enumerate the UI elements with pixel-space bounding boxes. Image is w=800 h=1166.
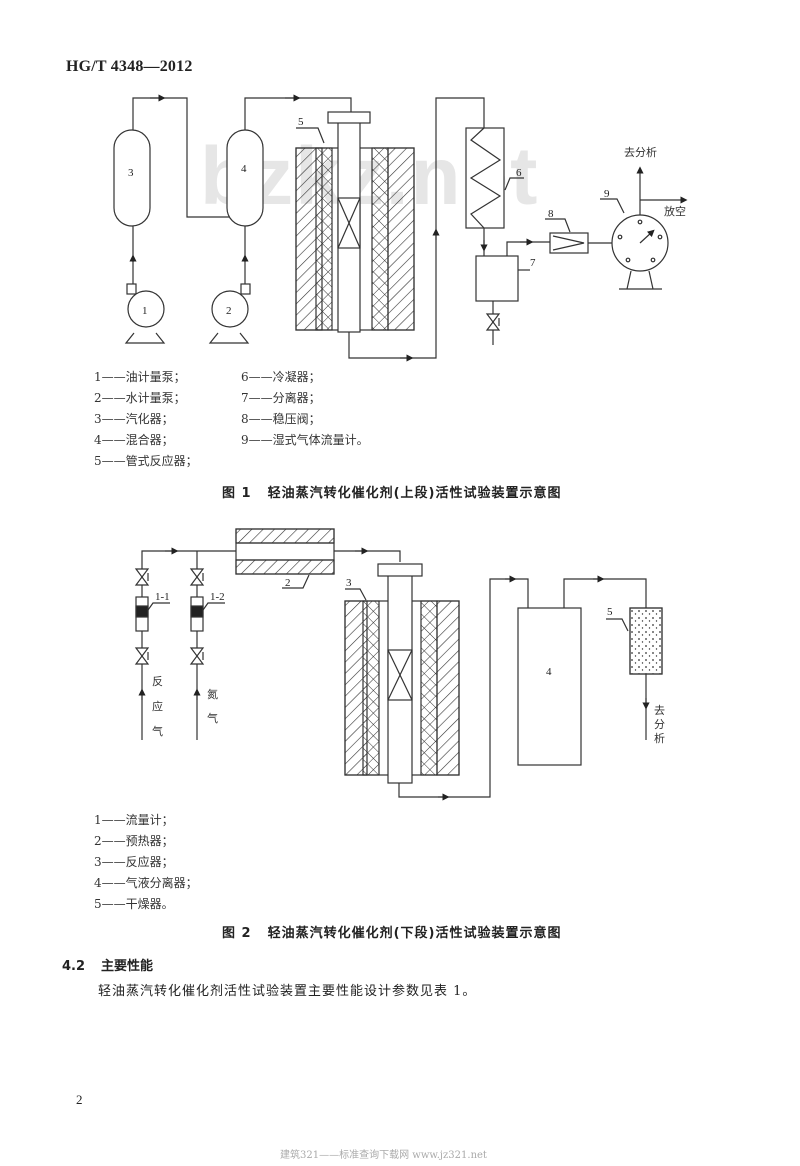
legend-item: 2——预热器； (94, 834, 174, 848)
label-to-analysis-2: 分 (654, 718, 665, 731)
legend-item: 1——流量计； (94, 813, 174, 827)
section-paragraph: 轻油蒸汽转化催化剂活性试验装置主要性能设计参数见表 1。 (98, 984, 477, 999)
flowmeter-1-1 (135, 596, 149, 632)
label-1-1: 1-1 (155, 591, 170, 603)
drain-valve (485, 313, 501, 331)
legend-item: 5——干燥器。 (94, 897, 174, 911)
label-3: 3 (128, 167, 134, 179)
legend-item: 9——湿式气体流量计。 (241, 433, 369, 447)
label-vent: 放空 (664, 204, 686, 218)
legend-item: 5——管式反应器； (94, 454, 198, 468)
label-5: 5 (607, 606, 613, 618)
gas-liquid-separator-4 (517, 607, 582, 766)
valve-lower-1-2 (189, 647, 205, 665)
reactor-3 (344, 563, 460, 784)
legend-item: 1——油计量泵； (94, 370, 186, 384)
pipe-vaporizer-to-mixer (132, 97, 232, 218)
label-7: 7 (530, 257, 536, 269)
label-reaction-gas-1: 反 (152, 675, 163, 688)
mixer-4 (226, 129, 264, 227)
valve-upper-1-1 (134, 568, 150, 586)
label-to-analysis-1: 去 (654, 704, 665, 717)
legend-item: 4——气液分离器； (94, 876, 198, 890)
footer-watermark: 建筑321——标准查询下载网 www.jz321.net (280, 1150, 487, 1161)
label-1: 1 (142, 305, 148, 317)
label-3: 3 (346, 577, 352, 589)
figure-1-legend-left: 1——油计量泵； 2——水计量泵； 3——汽化器； 4——混合器； 5——管式反… (94, 367, 198, 472)
legend-item: 4——混合器； (94, 433, 174, 447)
legend-item: 3——汽化器； (94, 412, 174, 426)
pipe-reactor-to-condenser (348, 97, 485, 359)
figure-1-legend-right: 6——冷凝器； 7——分离器； 8——稳压阀； 9——湿式气体流量计。 (241, 367, 369, 451)
dryer-5 (629, 607, 663, 675)
standard-id: HG/T 4348—2012 (66, 58, 193, 75)
pressure-regulator-8 (549, 232, 589, 254)
legend-item: 3——反应器； (94, 855, 174, 869)
label-5: 5 (298, 116, 304, 128)
water-metering-pump-2 (208, 283, 251, 344)
label-8: 8 (548, 208, 554, 220)
label-2: 2 (226, 305, 232, 317)
label-reaction-gas-3: 气 (152, 724, 163, 738)
wet-gas-flowmeter-9 (611, 214, 669, 290)
label-9: 9 (604, 188, 610, 200)
label-6: 6 (516, 167, 522, 179)
label-to-analysis-3: 析 (654, 731, 665, 745)
label-to-analysis: 去分析 (624, 145, 657, 159)
label-2: 2 (285, 577, 291, 589)
vaporizer-3 (113, 129, 151, 227)
label-reaction-gas-2: 应 (152, 699, 163, 713)
label-4: 4 (241, 163, 247, 175)
figure-2-legend: 1——流量计； 2——预热器； 3——反应器； 4——气液分离器； 5——干燥器… (94, 810, 198, 915)
label-1-2: 1-2 (210, 591, 225, 603)
condenser-6 (465, 127, 505, 229)
legend-item: 8——稳压阀； (241, 412, 321, 426)
oil-metering-pump-1 (124, 283, 166, 344)
label-4: 4 (546, 666, 552, 678)
page-number: 2 (76, 1092, 83, 1107)
legend-item: 7——分离器； (241, 391, 321, 405)
valve-upper-1-2 (189, 568, 205, 586)
legend-item: 6——冷凝器； (241, 370, 321, 384)
legend-item: 2——水计量泵； (94, 391, 186, 405)
tubular-reactor-5 (295, 111, 415, 333)
preheater-2 (235, 528, 335, 575)
separator-7 (475, 255, 519, 302)
label-nitrogen-2: 气 (207, 711, 218, 725)
figure-2-diagram (134, 528, 663, 801)
label-nitrogen-1: 氮 (207, 687, 218, 701)
flowmeter-1-2 (190, 596, 204, 632)
valve-lower-1-1 (134, 647, 150, 665)
